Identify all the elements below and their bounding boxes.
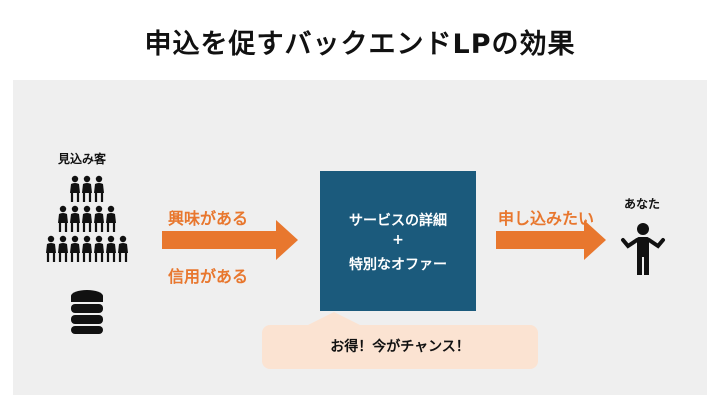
page-title: 申込を促すバックエンドLPの効果	[144, 29, 576, 60]
speech-bubble-tail	[306, 312, 362, 326]
person-icon	[94, 235, 104, 262]
person-icon	[118, 235, 128, 262]
you-label: あなた	[624, 197, 661, 211]
want-to-apply-label: 申し込みたい	[498, 209, 595, 228]
offer-plus: +	[392, 232, 404, 248]
offer-line-special: 特別なオファー	[349, 257, 447, 273]
person-icon	[106, 235, 116, 262]
person-icon	[46, 235, 56, 262]
person-icon	[82, 205, 92, 232]
person-icon	[82, 235, 92, 262]
speech-bubble: お得！今がチャンス！	[262, 325, 538, 369]
person-shrug-icon	[621, 223, 665, 275]
database-icon	[71, 290, 103, 334]
person-icon	[58, 235, 68, 262]
person-icon	[70, 175, 80, 202]
offer-box: サービスの詳細 + 特別なオファー	[320, 171, 476, 311]
person-icon	[106, 205, 116, 232]
person-icon	[94, 175, 104, 202]
person-icon	[70, 205, 80, 232]
offer-line-details: サービスの詳細	[349, 213, 447, 229]
person-icon	[70, 235, 80, 262]
person-icon	[58, 205, 68, 232]
interest-label: 興味がある	[168, 209, 249, 228]
arrow-right-icon	[162, 220, 298, 260]
trust-label: 信用がある	[168, 267, 249, 286]
prospects-label: 見込み客	[58, 152, 107, 166]
person-icon	[94, 205, 104, 232]
arrow-right-icon	[496, 220, 606, 260]
person-icon	[82, 175, 92, 202]
